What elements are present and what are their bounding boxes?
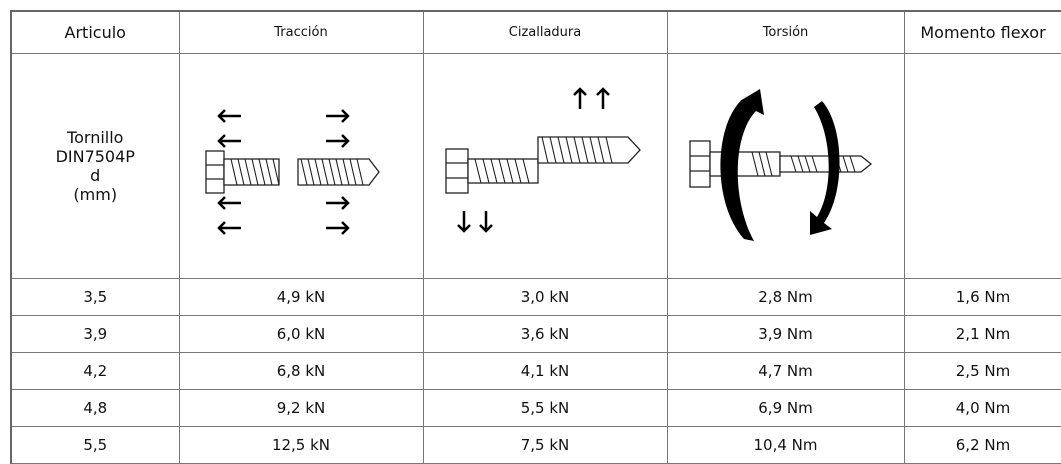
article-label-cell: Tornillo DIN7504P d (mm) — [10, 53, 180, 279]
cell-torsion: 6,9 Nm — [666, 389, 905, 427]
cell-momento: 6,2 Nm — [903, 426, 1061, 464]
table-row: 3,5 4,9 kN 3,0 kN 2,8 Nm 1,6 Nm — [10, 278, 1061, 316]
cell-diameter: 3,5 — [10, 278, 180, 316]
cell-momento: 2,5 Nm — [903, 352, 1061, 390]
cell-diameter: 3,9 — [10, 315, 180, 353]
cell-traccion: 6,8 kN — [178, 352, 424, 390]
cell-traccion: 9,2 kN — [178, 389, 424, 427]
traction-screw-icon — [205, 109, 380, 235]
specs-table: Articulo Tracción Cizalladura Torsión Mo… — [10, 10, 1061, 464]
cell-cizalladura: 7,5 kN — [422, 426, 668, 464]
header-articulo: Articulo — [10, 10, 180, 54]
header-traccion: Tracción — [178, 10, 424, 54]
cell-momento: 4,0 Nm — [903, 389, 1061, 427]
table-row: 5,5 12,5 kN 7,5 kN 10,4 Nm 6,2 Nm — [10, 426, 1061, 464]
table-row: 3,9 6,0 kN 3,6 kN 3,9 Nm 2,1 Nm — [10, 315, 1061, 353]
article-label-line: d — [90, 166, 101, 185]
cell-diameter: 5,5 — [10, 426, 180, 464]
header-momento-flexor: Momento flexor — [903, 10, 1061, 54]
traction-diagram-cell — [178, 53, 424, 279]
cell-diameter: 4,8 — [10, 389, 180, 427]
cell-diameter: 4,2 — [10, 352, 180, 390]
cell-torsion: 4,7 Nm — [666, 352, 905, 390]
header-cizalladura: Cizalladura — [422, 10, 668, 54]
cell-momento: 1,6 Nm — [903, 278, 1061, 316]
cell-cizalladura: 5,5 kN — [422, 389, 668, 427]
cell-torsion: 3,9 Nm — [666, 315, 905, 353]
torsion-screw-icon — [688, 89, 872, 241]
bending-diagram-cell — [903, 53, 1061, 279]
table-row: 4,8 9,2 kN 5,5 kN 6,9 Nm 4,0 Nm — [10, 389, 1061, 427]
header-torsion: Torsión — [666, 10, 905, 54]
cell-momento: 2,1 Nm — [903, 315, 1061, 353]
cell-torsion: 10,4 Nm — [666, 426, 905, 464]
article-label-line: (mm) — [73, 185, 118, 204]
cell-cizalladura: 3,6 kN — [422, 315, 668, 353]
header-row: Articulo Tracción Cizalladura Torsión Mo… — [10, 10, 1061, 54]
torsion-diagram-cell — [666, 53, 905, 279]
article-label-line: Tornillo — [67, 128, 124, 147]
article-label-line: DIN7504P — [55, 147, 135, 166]
table-row: 4,2 6,8 kN 4,1 kN 4,7 Nm 2,5 Nm — [10, 352, 1061, 390]
cell-cizalladura: 3,0 kN — [422, 278, 668, 316]
shear-diagram-cell — [422, 53, 668, 279]
cell-torsion: 2,8 Nm — [666, 278, 905, 316]
cell-traccion: 12,5 kN — [178, 426, 424, 464]
diagram-row: Tornillo DIN7504P d (mm) — [10, 53, 1061, 279]
cell-traccion: 6,0 kN — [178, 315, 424, 353]
shear-screw-icon — [445, 87, 641, 233]
cell-cizalladura: 4,1 kN — [422, 352, 668, 390]
cell-traccion: 4,9 kN — [178, 278, 424, 316]
